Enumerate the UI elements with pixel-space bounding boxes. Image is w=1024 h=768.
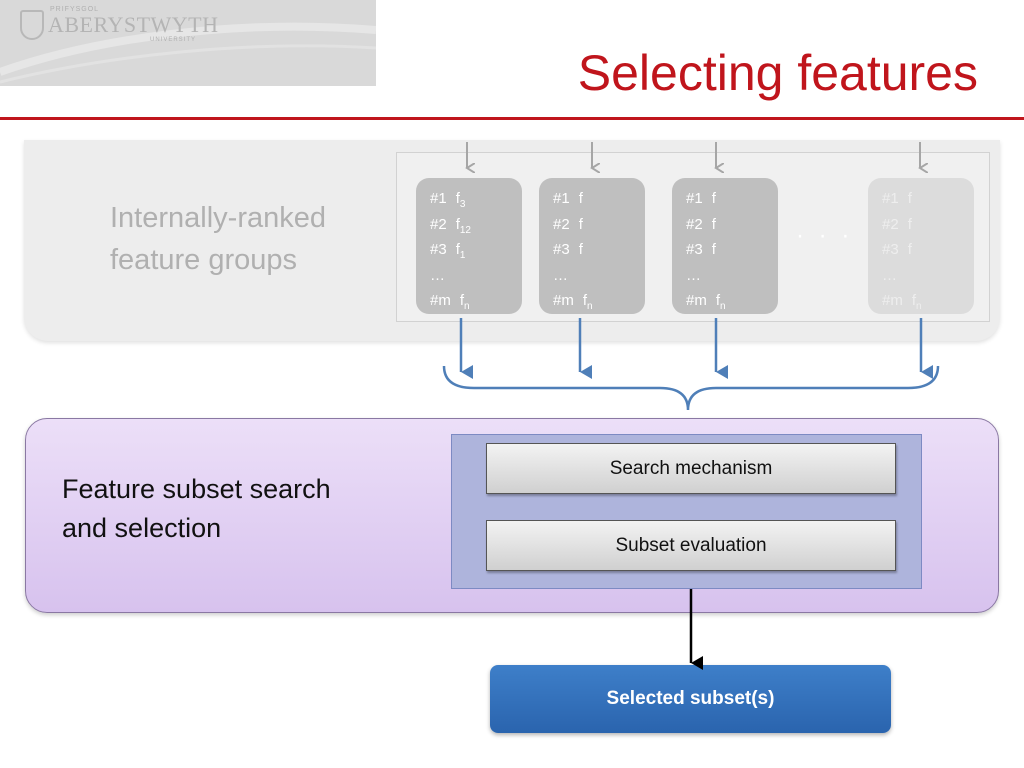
merge-brace [442,365,940,411]
logo-swoosh [0,22,376,84]
crest-icon [20,10,44,40]
rank-row: … [686,266,701,284]
subset-evaluation-box: Subset evaluation [486,520,896,571]
ranked-label-line2: feature groups [110,244,298,276]
rank-row: … [882,266,897,284]
rank-row: … [430,266,445,284]
more-groups-ellipsis: · · · [796,222,854,249]
logo-sub-text: UNIVERSITY [150,37,197,43]
search-selection-label: Feature subset search and selection [62,470,331,548]
logo-main-text: ABERYSTWYTH [48,12,219,37]
rank-row: … [553,266,568,284]
ranked-groups-label: Internally-ranked feature groups [110,197,326,281]
search-mechanism-box: Search mechanism [486,443,896,494]
slide-title: Selecting features [577,45,978,101]
search-label-line1: Feature subset search [62,474,331,504]
selected-subsets-box: Selected subset(s) [490,665,891,733]
logo-small-text: PRIFYSGOL [50,6,100,13]
search-label-line2: and selection [62,513,222,543]
university-logo: PRIFYSGOL ABERYSTWYTH UNIVERSITY [0,0,376,86]
title-divider [0,117,1024,120]
ranked-label-line1: Internally-ranked [110,202,326,234]
